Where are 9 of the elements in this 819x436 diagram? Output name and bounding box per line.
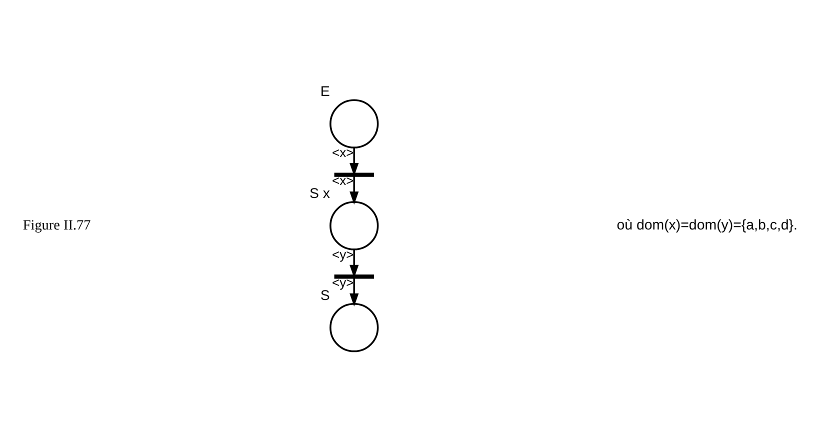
- label: où dom(x)=dom(y)={a,b,c,d}.: [616, 217, 798, 234]
- label: Figure II.77: [22, 217, 91, 234]
- edge-label: <y>: [332, 246, 354, 262]
- edge-label: <y>: [332, 275, 354, 290]
- edge-label: <x>: [332, 144, 354, 160]
- node-label: S: [320, 288, 330, 304]
- edge-label: <x>: [332, 173, 354, 188]
- node-label: S x: [310, 186, 330, 202]
- node-label: E: [320, 84, 330, 100]
